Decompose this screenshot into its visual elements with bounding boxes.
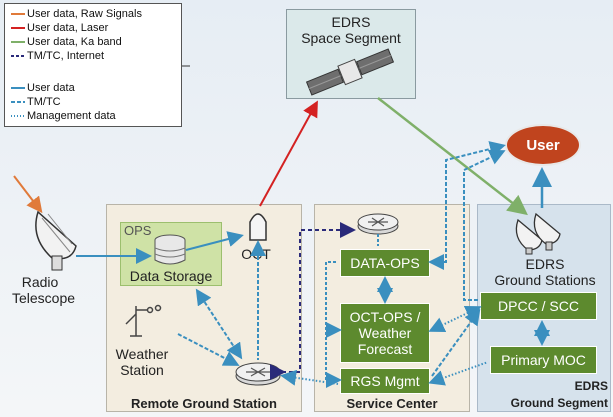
edrs-segment-line2: Ground Segment [510, 396, 608, 410]
edrs-ground-stations-line1: EDRS [525, 256, 565, 272]
radio-telescope-line2: Telescope [12, 290, 76, 307]
legend-line-icon [11, 13, 25, 15]
radio-telescope-label: Radio Telescope [12, 274, 76, 307]
octops-dpcc-link [428, 305, 482, 333]
satellite-icon [305, 48, 395, 96]
legend-label: TM/TC [27, 96, 61, 108]
left-service-link [325, 261, 342, 388]
space-segment-line2: Space Segment [301, 30, 401, 47]
data-storage-label: Data Storage [129, 268, 213, 284]
space-segment-title: EDRS Space Segment [286, 14, 416, 46]
ops-label: OPS [124, 223, 152, 238]
dpcc-user-link [463, 149, 506, 301]
weather-station-line2: Station [120, 362, 164, 379]
dpcc-box: DPCC / SCC [480, 292, 597, 320]
user-node: User [505, 124, 581, 166]
weather-station-icon [125, 304, 162, 337]
rgs-mgmt-box: RGS Mgmt [340, 368, 430, 394]
legend-item-tmtc-internet: TM/TC, Internet [5, 50, 181, 62]
legend-line-icon [11, 101, 25, 103]
raw-signal-arrow [13, 175, 43, 214]
legend-label: User data, Raw Signals [27, 8, 142, 20]
weather-station-line1: Weather [115, 346, 169, 362]
space-segment-line1: EDRS [331, 14, 371, 30]
legend-item-user-data: User data [5, 82, 181, 94]
legend-item-laser: User data, Laser [5, 22, 181, 34]
legend-line-icon [11, 27, 25, 29]
weather-station-label: Weather Station [108, 346, 176, 378]
service-center-title: Service Center [346, 396, 438, 411]
legend-label: User data, Ka band [27, 36, 122, 48]
legend-item-management-data: Management data [5, 110, 181, 122]
legend-label: TM/TC, Internet [27, 50, 105, 62]
oct-ops-line3: Forecast [357, 341, 413, 358]
weather-to-router-link [177, 333, 240, 366]
legend-line-icon [11, 87, 25, 89]
oct-dome-icon [249, 213, 267, 241]
oct-ops-line2: Weather [358, 324, 412, 341]
ka-band-arrow [377, 97, 528, 216]
edrs-ground-stations-label: EDRS Ground Stations [478, 256, 612, 288]
remote-ground-station-title: Remote Ground Station [131, 396, 277, 411]
legend-item-ka-band: User data, Ka band [5, 36, 181, 48]
legend-item-raw-signals: User data, Raw Signals [5, 8, 181, 20]
legend-line-icon [11, 55, 25, 57]
radio-telescope-icon [35, 210, 77, 271]
dataops-user-link [428, 141, 506, 270]
storage-router-link [195, 288, 243, 360]
legend-line-icon [11, 115, 25, 117]
legend-item-tmtc: TM/TC [5, 96, 181, 108]
radio-telescope-line1: Radio [21, 274, 59, 290]
database-icon [154, 234, 186, 265]
primary-moc-box: Primary MOC [490, 346, 597, 374]
legend: User data, Raw Signals User data, Laser … [4, 3, 182, 127]
legend-line-icon [11, 41, 25, 43]
rgsmgmt-dpcc-link [431, 308, 481, 377]
rgsmgmt-moc-link [428, 361, 489, 386]
router-icon-service [357, 213, 399, 235]
edrs-segment-line1: EDRS [574, 379, 608, 393]
internet-link [270, 222, 356, 380]
edrs-ground-stations-line2: Ground Stations [494, 272, 596, 289]
ground-station-dish-icon [515, 212, 561, 255]
legend-label: Management data [27, 110, 116, 122]
laser-arrow [259, 100, 318, 207]
storage-to-oct-arrow [185, 231, 244, 251]
legend-label: User data [27, 82, 75, 94]
legend-label: User data, Laser [27, 22, 109, 34]
edrs-ground-segment-title: EDRS [540, 378, 608, 395]
router-icon-remote [235, 362, 281, 386]
oct-ops-line1: OCT-OPS / [349, 308, 421, 325]
